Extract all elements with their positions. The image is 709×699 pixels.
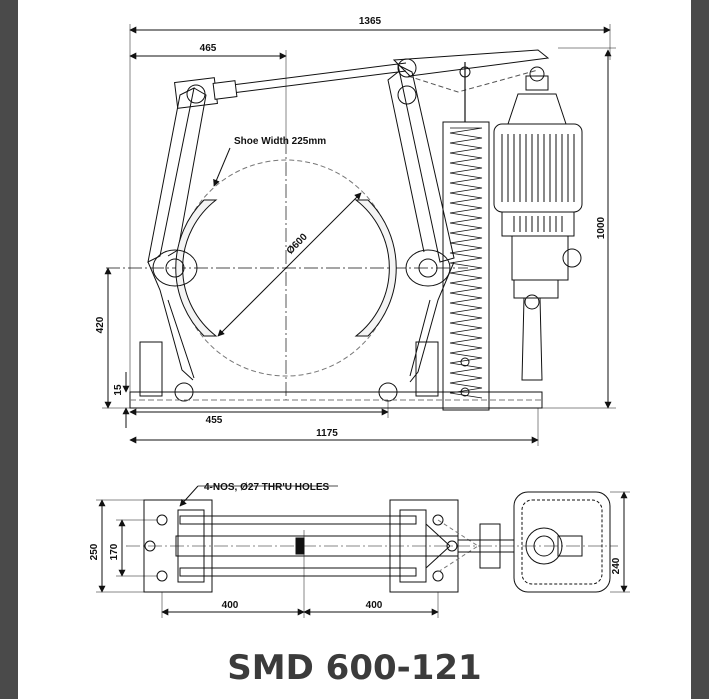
dim-thruster-width: 240 [611, 557, 622, 574]
thruster-flange [513, 279, 559, 299]
mounting-hole [432, 514, 444, 526]
thruster-plan [513, 491, 611, 593]
right-pivot-pin [418, 258, 438, 278]
front-view [102, 24, 616, 446]
right-stop-bolt [415, 341, 439, 397]
dim-drum-diameter: Ø600 [285, 231, 310, 256]
left-brake-shoe [175, 199, 218, 337]
thruster-cap [507, 93, 567, 125]
drawing-frame: 1365 465 1000 420 15 455 1175 Ø600 Shoe … [18, 0, 691, 699]
dim-overall-width: 1365 [359, 16, 382, 27]
thruster-cylinder [511, 235, 569, 281]
left-pivot-pin [165, 258, 185, 278]
motor-fins [501, 134, 575, 202]
lever-hidden [407, 69, 539, 93]
tie-rod-bottom [215, 70, 407, 96]
spring-housing [442, 121, 490, 411]
thruster-fins [513, 216, 563, 232]
base-plate [129, 391, 543, 409]
thruster-rod [521, 297, 543, 381]
dim-centre-height: 420 [95, 316, 106, 333]
plan-beam-bottom [179, 567, 417, 577]
left-top-pin [186, 84, 206, 104]
thruster-bottom-pin [524, 294, 540, 310]
adjuster-nut [212, 80, 238, 100]
drum-diameter-leader [217, 192, 362, 337]
plan-beam-top [179, 515, 417, 525]
technical-drawing: 1365 465 1000 420 15 455 1175 Ø600 Shoe … [89, 16, 630, 618]
shoe-width-note: Shoe Width 225mm [234, 136, 326, 147]
dim-base-centres: 455 [206, 415, 223, 426]
dim-bolt-pitch-left: 400 [222, 600, 239, 611]
holes-leader [179, 485, 199, 507]
right-top-pin [397, 85, 417, 105]
right-arm-lower [409, 261, 455, 383]
spring-coil [449, 127, 483, 399]
tie-rod-block [174, 77, 218, 109]
mounting-hole [156, 514, 168, 526]
plan-lever-hidden [437, 519, 479, 573]
left-arm-lower [147, 261, 195, 381]
left-arm [147, 87, 195, 263]
dim-base-width-inner: 170 [109, 543, 120, 560]
holes-note: 4-NOS, Ø27 THR'U HOLES [204, 482, 330, 493]
dim-base-width-outer: 250 [89, 543, 100, 560]
right-arm-inner [387, 71, 425, 253]
terminal-box [562, 248, 582, 268]
dim-bolt-pitch-right: 400 [366, 600, 383, 611]
dim-base-thickness: 15 [113, 384, 124, 396]
left-stop-bolt [139, 341, 163, 397]
lever-pivot [397, 58, 417, 78]
left-arm-inner [167, 87, 207, 257]
mounting-hole [156, 570, 168, 582]
top-lever [392, 49, 550, 77]
right-shoe-pivot [405, 249, 451, 287]
dim-base-length: 1175 [316, 428, 338, 439]
thruster-clevis [525, 75, 549, 91]
dim-arm-centre: 465 [200, 43, 217, 54]
right-brake-shoe [354, 199, 397, 337]
spring-lower-pin [460, 357, 470, 367]
dim-overall-height: 1000 [596, 216, 607, 239]
left-shoe-pivot [152, 249, 198, 287]
shoe-width-leader [213, 147, 231, 187]
thruster-clevis-pin [529, 66, 545, 82]
tie-rod-top [215, 62, 407, 88]
right-arm [397, 64, 455, 263]
plan-lever [425, 523, 451, 569]
left-base-pin [174, 382, 194, 402]
mounting-hole [432, 570, 444, 582]
model-title: SMD 600-121 [227, 648, 482, 688]
thruster-plan-inner [521, 499, 603, 585]
plan-view [96, 485, 630, 618]
